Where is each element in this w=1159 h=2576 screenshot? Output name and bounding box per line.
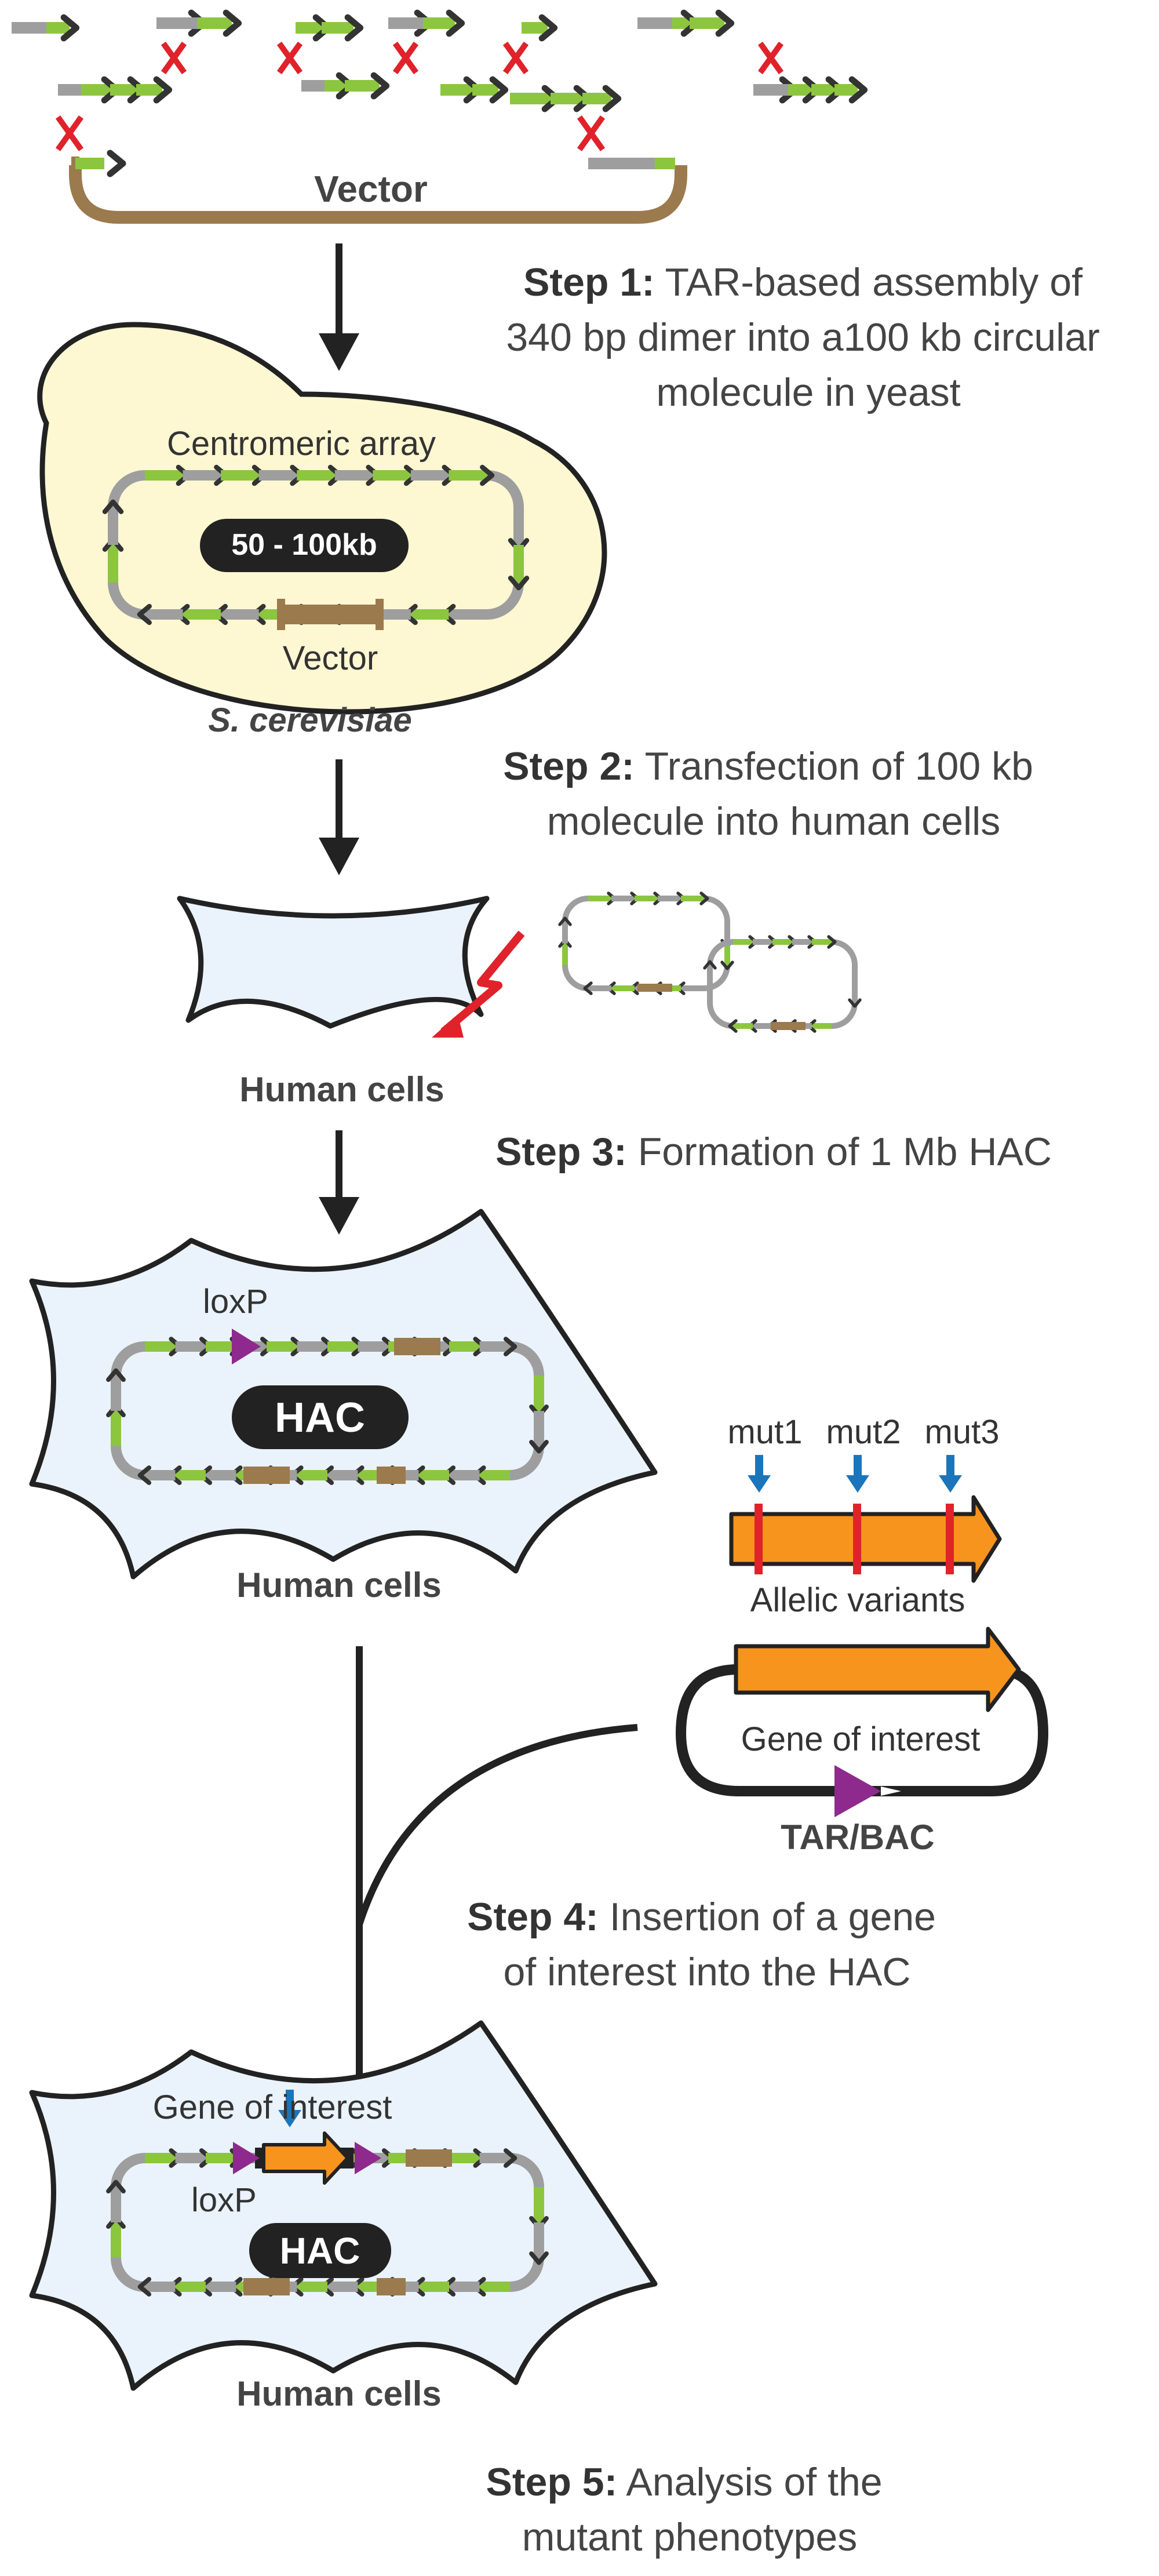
allelic-variants-label: Allelic variants [750,1581,965,1619]
gene-of-interest-final-label: Gene of interest [153,2089,392,2126]
centromeric-array-label: Centromeric array [167,425,436,463]
hac-badge-2: HAC [249,2223,391,2278]
human-cell-1 [177,896,490,1029]
svg-text:HAC: HAC [280,2230,360,2272]
hac-2-vectors [243,2149,452,2295]
vector-left-arm [75,153,123,174]
tar-bac-label: TAR/BAC [781,1818,935,1857]
human-cells-label-3: Human cells [236,2374,441,2413]
allelic-variant-gene-arrow [729,1495,1002,1583]
step-4-text: Step 4: Insertion of a gene of interest … [467,1895,947,1994]
vector-backbone [69,165,687,224]
step-3-text: Step 3: Formation of 1 Mb HAC [495,1130,1052,1174]
gene-of-interest-circle-label: Gene of interest [741,1720,981,1758]
recombination-crosses [55,41,784,151]
step-5-text: Step 5: Analysis of the mutant phenotype… [486,2460,894,2559]
svg-text:HAC: HAC [275,1395,365,1441]
vector-label-yeast: Vector [283,639,378,677]
hac-1-vectors [243,1338,440,1484]
loxp-label-1: loxP [203,1283,268,1320]
lightning-bolt-icon [432,930,525,1038]
inserted-gene-arrow [233,2131,381,2185]
vector-label-top: Vector [314,168,428,210]
step-1-text: Step 1: TAR-based assembly of 340 bp dim… [506,260,1110,414]
svg-text:50 - 100kb: 50 - 100kb [231,528,377,562]
tar-bac-circle [675,1627,1049,1817]
human-cells-label-2: Human cells [236,1566,441,1604]
human-cell-3 [29,2020,658,2391]
loxp-triangle-icon [232,1329,261,1365]
dna-fragments [12,9,868,112]
transfected-molecules [558,892,862,1033]
yeast-species-label: S. cerevisiae [208,701,412,739]
flow-arrow-3 [319,1130,359,1235]
svg-text:mut2: mut2 [826,1413,901,1451]
flow-arrow-1 [319,243,359,371]
flow-arrow-2 [319,759,359,875]
step-2-text: Step 2: Transfection of 100 kb molecule … [503,744,1044,843]
mutation-pointer-icon [278,2090,301,2127]
mutation-markers: mut1 mut2 mut3 [728,1413,1000,1493]
svg-text:mut1: mut1 [728,1413,803,1451]
size-badge: 50 - 100kb [200,519,409,572]
loxp-label-2: loxP [191,2181,257,2219]
human-cells-label-1: Human cells [239,1070,444,1109]
svg-text:mut3: mut3 [925,1413,1000,1451]
hac-badge-1: HAC [232,1385,409,1449]
